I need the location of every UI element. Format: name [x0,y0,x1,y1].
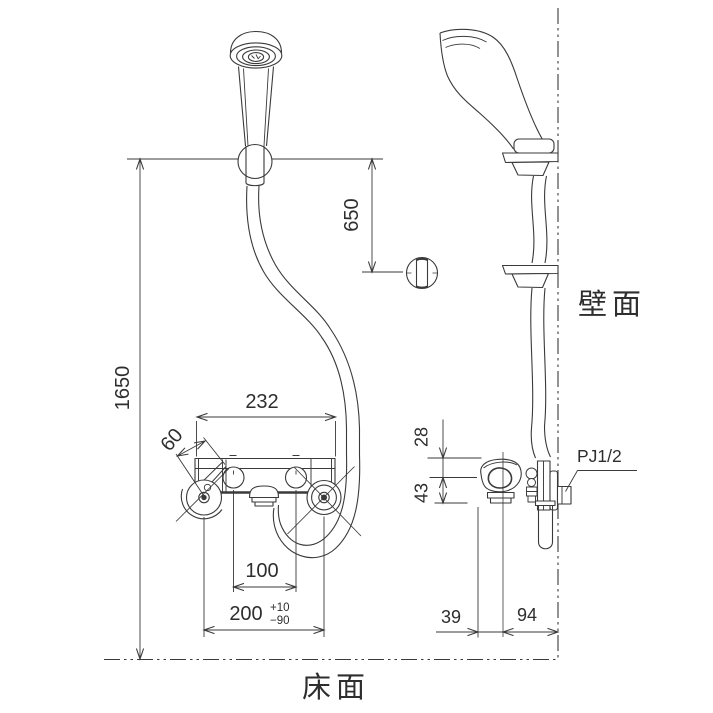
inlet-pitch-dim-label: 100 [245,560,278,582]
shower-hose-front [246,185,361,559]
shower-hose-side-lower [530,287,551,459]
lower-hook-front-view [405,256,439,290]
hook-drop-dim-label: 650 [341,198,363,231]
shower-head-front [229,30,283,147]
mounting-pitch-tol-upper-label: +10 [270,602,290,614]
handle-to-center-dim-label: 39 [441,607,461,627]
handle-length-dim-label: 60 [156,424,187,455]
mounting-pitch-tol-lower-label: −90 [270,615,290,627]
mounting-pitch-dim-label: 200 [229,603,262,625]
dimension-lines [135,157,637,661]
pipe-thread-label: PJ1/2 [577,446,622,466]
hose-outlet-fitting [248,485,280,499]
hose-stub-side [537,505,554,550]
lower-hook-side [501,264,559,289]
dim-line-60 [176,440,207,457]
faucet-side [480,452,572,637]
upper-hook-side [501,152,559,177]
pj-leader-line [565,470,637,492]
side-view-shower [439,28,572,637]
top-offset-dim-label: 28 [412,427,432,447]
wall-thread-connection [556,485,572,505]
left-handle-front [175,459,230,522]
wall-surface-label: 壁面 [578,288,646,321]
right-handle-front [287,466,362,537]
faucet-body-front [175,455,362,537]
body-width-dim-label: 232 [245,391,278,413]
body-height-dim-label: 43 [412,483,432,503]
floor-surface-label: 床面 [302,671,370,704]
shower-head-side [439,28,555,154]
shower-hose-side [531,175,548,264]
shower-holder-front [237,143,273,187]
overall-height-dim-label: 1650 [112,366,134,411]
center-to-wall-dim-label: 94 [517,605,537,625]
front-view-shower [127,30,439,559]
dimension-labels: 1650 650 232 60 100 200 +10 −90 28 43 39… [112,198,646,704]
